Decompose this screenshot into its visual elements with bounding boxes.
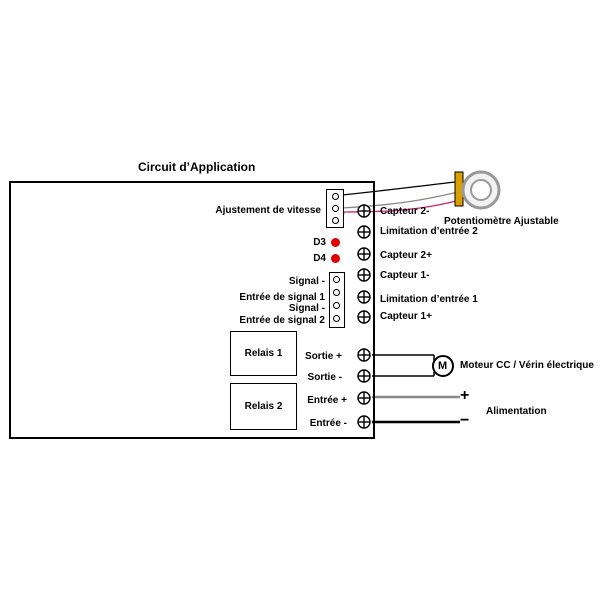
pot-knob-outer	[461, 170, 501, 210]
label-signal-minus-2: Signal -	[288, 303, 325, 314]
label-d3: D3	[313, 237, 326, 248]
header-pin	[333, 302, 340, 309]
pot-body	[454, 171, 464, 207]
terminal-screw	[357, 225, 371, 239]
header-pin	[333, 315, 340, 322]
terminal-screw	[357, 415, 371, 429]
label-sortie-minus: Sortie -	[307, 372, 342, 383]
relay-2: Relais 2	[230, 383, 297, 430]
label-sortie-plus: Sortie +	[305, 351, 342, 362]
label-entree-signal-1: Entrée de signal 1	[239, 292, 325, 303]
pot-knob-inner	[470, 179, 492, 201]
label-capteur-2-plus: Capteur 2+	[380, 250, 432, 261]
label-entree-signal-2: Entrée de signal 2	[239, 315, 325, 326]
terminal-screw	[357, 290, 371, 304]
label-entree-plus: Entrée +	[307, 395, 347, 406]
header-pin	[333, 289, 340, 296]
label-moteur: Moteur CC / Vérin électrique	[460, 360, 594, 371]
signal-header	[329, 272, 345, 328]
label-capteur-1-minus: Capteur 1-	[380, 270, 430, 281]
header-pin	[332, 205, 339, 212]
label-d4: D4	[313, 253, 326, 264]
label-capteur-1-plus: Capteur 1+	[380, 311, 432, 322]
label-potentiometre: Potentiomètre Ajustable	[444, 216, 559, 227]
header-pin	[333, 276, 340, 283]
power-plus-sign: +	[460, 387, 470, 404]
relay-2-label: Relais 2	[244, 401, 283, 412]
label-limitation-1: Limitation d’entrée 1	[380, 294, 478, 305]
header-pin	[332, 193, 339, 200]
led-d4	[331, 254, 340, 263]
relay-1: Relais 1	[230, 331, 297, 376]
motor-symbol: M	[438, 360, 448, 372]
label-capteur-2-minus: Capteur 2-	[380, 206, 430, 217]
terminal-screw	[357, 348, 371, 362]
relay-1-label: Relais 1	[244, 348, 283, 359]
label-entree-minus: Entrée -	[309, 418, 347, 429]
terminal-screw	[357, 369, 371, 383]
led-d3	[331, 238, 340, 247]
power-minus-sign: −	[460, 412, 470, 429]
label-signal-minus-1: Signal -	[288, 276, 325, 287]
header-pin	[332, 217, 339, 224]
terminal-screw	[357, 310, 371, 324]
label-ajustement-vitesse: Ajustement de vitesse	[215, 205, 321, 216]
terminal-screw	[357, 204, 371, 218]
terminal-screw	[357, 247, 371, 261]
terminal-screw	[357, 391, 371, 405]
label-limitation-2: Limitation d’entrée 2	[380, 226, 478, 237]
label-alimentation: Alimentation	[486, 406, 547, 417]
circuit-board	[9, 181, 375, 439]
terminal-screw	[357, 268, 371, 282]
diagram-title: Circuit d’Application	[138, 160, 256, 174]
